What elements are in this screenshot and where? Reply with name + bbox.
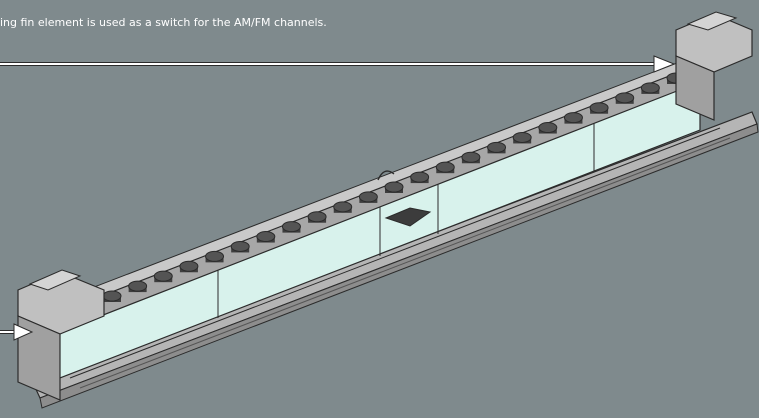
stud <box>487 141 507 153</box>
stud <box>128 280 148 292</box>
stud <box>384 181 404 193</box>
stud <box>538 122 558 134</box>
base-plate <box>33 111 758 399</box>
arrow-right-icon <box>0 323 34 341</box>
glass-panel <box>33 79 701 389</box>
stud <box>102 290 122 302</box>
stud <box>615 92 635 104</box>
rail-groove <box>69 127 721 379</box>
stud <box>230 240 250 252</box>
arrow-right-icon <box>0 55 676 73</box>
hinge-fin <box>377 170 395 181</box>
right-end-side <box>675 55 715 121</box>
stud <box>461 151 481 163</box>
am-fm-switch <box>384 207 432 227</box>
stud <box>256 231 276 243</box>
stud <box>435 161 455 173</box>
stud <box>410 171 430 183</box>
stud <box>281 221 301 233</box>
right-end-clip <box>686 11 738 31</box>
stud-row <box>102 72 686 302</box>
stud <box>640 82 660 94</box>
base-rail <box>39 123 759 409</box>
stud <box>205 250 225 262</box>
stud <box>512 131 532 143</box>
stud <box>307 211 327 223</box>
stud <box>563 112 583 124</box>
stud <box>179 260 199 272</box>
stud <box>358 191 378 203</box>
rail-groove <box>79 137 731 389</box>
left-end-side <box>17 315 61 401</box>
left-end-clip <box>28 269 82 291</box>
instruction-caption: ing fin element is used as a switch for … <box>0 16 327 29</box>
stud <box>333 201 353 213</box>
stud <box>153 270 173 282</box>
stud <box>589 102 609 114</box>
